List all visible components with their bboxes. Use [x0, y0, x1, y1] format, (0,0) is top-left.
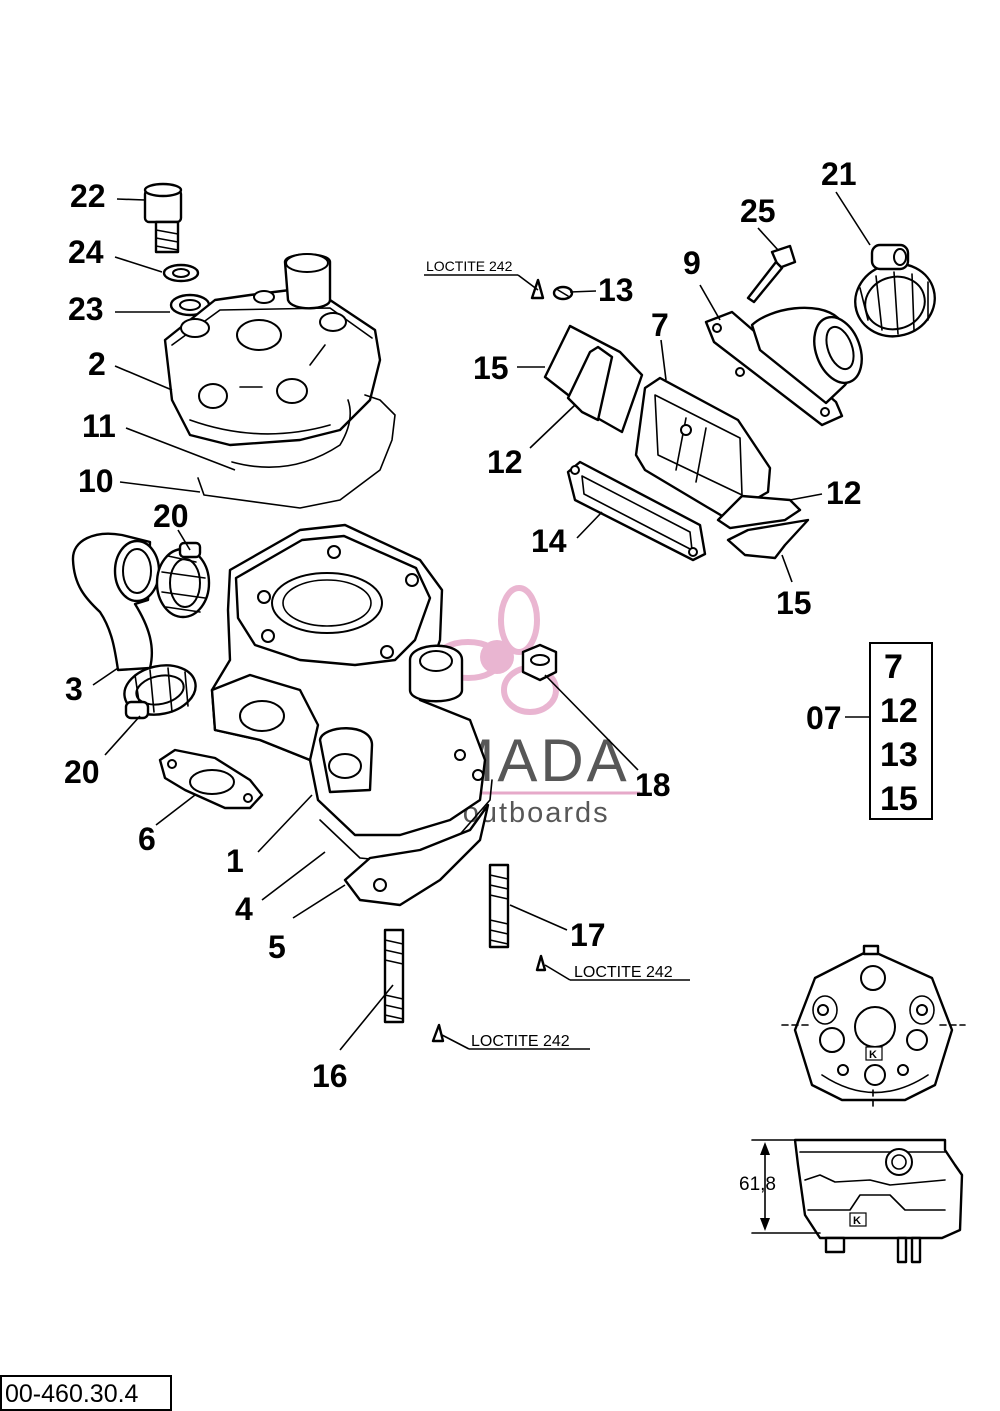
part-24-washer: [162, 263, 200, 283]
callout-20-lower: 20: [64, 754, 100, 790]
callout-11: 11: [82, 408, 116, 444]
loctite-drop-16-icon: [431, 1023, 445, 1043]
part-11-o-ring: [231, 399, 351, 468]
part-10-head-gasket: [197, 394, 396, 509]
callout-21: 21: [821, 156, 857, 192]
drawing-code: 00-460.30.4: [5, 1380, 139, 1408]
callout-6: 6: [138, 821, 156, 857]
part-2-cylinder-head: [163, 253, 382, 447]
part-16-stud: [383, 928, 405, 1024]
callout-7: 7: [651, 307, 669, 343]
callout-10: 10: [78, 463, 114, 499]
callout-4: 4: [235, 891, 253, 927]
part-22-head-bolt: [143, 182, 183, 254]
detail-top-view: K: [781, 944, 966, 1111]
detail-side-view: K 61,8: [739, 1138, 964, 1264]
part-12-reed-petal-upper: [566, 345, 614, 422]
kit-item: 13: [880, 736, 918, 774]
callout-18: 18: [635, 767, 671, 803]
detail-marker-k-side: K: [853, 1215, 861, 1227]
part-6-exhaust-gasket: [158, 748, 264, 810]
callout-20-upper: 20: [153, 498, 189, 534]
callout-14: 14: [531, 523, 567, 559]
callout-9: 9: [683, 245, 701, 281]
callout-15-lower: 15: [776, 585, 812, 621]
propeller-logo-icon: [433, 585, 559, 715]
part-21-hose-clamp: [854, 243, 936, 338]
loctite-note-13: LOCTITE 242: [426, 258, 513, 274]
part-14-reed-gasket: [566, 460, 707, 562]
callout-3: 3: [65, 671, 83, 707]
loctite-drop-17-icon: [535, 954, 547, 972]
kit-item: 7: [884, 648, 903, 686]
kit-item: 12: [880, 692, 918, 730]
loctite-note-16: LOCTITE 242: [471, 1033, 570, 1050]
part-20-hose-clamp-lower: [123, 664, 197, 720]
leader-lines: [92, 191, 871, 1051]
detail-marker-k: K: [869, 1049, 877, 1061]
callout-5: 5: [268, 929, 286, 965]
callout-16: 16: [312, 1058, 348, 1094]
kit-box-07: 07 7 12 13 15: [806, 642, 933, 820]
part-17-stud: [488, 863, 510, 949]
part-9-intake-manifold: [704, 306, 863, 427]
part-12-reed-petal-lower: [716, 494, 802, 530]
callout-17: 17: [570, 917, 606, 953]
callout-1: 1: [226, 843, 244, 879]
dimension-height: 61,8: [739, 1174, 776, 1195]
callout-12-lower: 12: [826, 475, 862, 511]
callout-2: 2: [88, 346, 106, 382]
part-18-nut: [521, 643, 558, 682]
part-25-screw: [746, 244, 797, 304]
callout-23: 23: [68, 291, 104, 327]
part-3-hose: [71, 532, 161, 672]
callout-12-upper: 12: [487, 444, 523, 480]
callout-13: 13: [598, 272, 634, 308]
part-20-hose-clamp-upper: [155, 541, 211, 619]
part-1-cylinder: [210, 523, 487, 837]
kit-item: 15: [880, 780, 918, 818]
drawing-code-box: 00-460.30.4: [0, 1375, 172, 1411]
callout-22: 22: [70, 178, 106, 214]
callout-15-upper: 15: [473, 350, 509, 386]
callout-25: 25: [740, 193, 776, 229]
part-15-reed-stop-lower: [726, 518, 810, 560]
kit-label: 07: [806, 700, 842, 736]
loctite-note-17: LOCTITE 242: [574, 964, 673, 981]
callout-24: 24: [68, 234, 104, 270]
callout-labels: 22 24 23 2 11 10 20 3 20 6 1 4 5 16 17 1…: [64, 156, 862, 1094]
